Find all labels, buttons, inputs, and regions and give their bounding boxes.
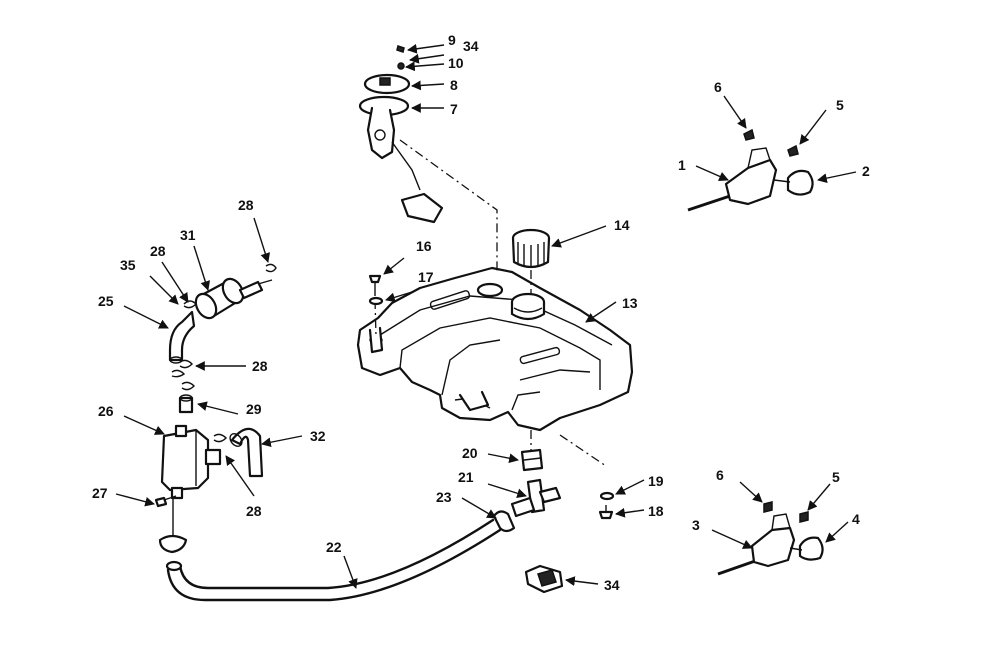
callout-28-upper: 28 — [150, 243, 166, 259]
leader-lines — [115, 43, 857, 589]
washer-19 — [599, 491, 615, 501]
fuel-hose-22 — [165, 518, 502, 602]
screw-16 — [368, 274, 382, 296]
connector-29 — [178, 394, 194, 414]
callout-5-bottom: 5 — [832, 469, 840, 485]
callout-22: 22 — [326, 539, 342, 555]
fuel-hose-25 — [168, 310, 196, 364]
callout-19: 19 — [648, 473, 664, 489]
callout-5-top: 5 — [836, 97, 844, 113]
hose-clamp-35 — [171, 369, 186, 378]
centerline-screw-19 — [559, 434, 607, 467]
hose-clamp-28c — [179, 359, 193, 369]
fuel-filter-31 — [194, 277, 273, 320]
fuel-tank — [356, 266, 634, 432]
washer-17 — [368, 296, 384, 306]
callout-21: 21 — [458, 469, 474, 485]
choke-assembly-top — [687, 128, 814, 212]
fitting-20 — [520, 448, 544, 472]
callout-1: 1 — [678, 157, 686, 173]
callout-6-top: 6 — [714, 79, 722, 95]
callout-31: 31 — [180, 227, 196, 243]
centerline-sender — [399, 139, 498, 272]
hose-clamp-28a — [265, 263, 277, 273]
callout-35: 35 — [120, 257, 136, 273]
hose-clamp-28e — [181, 381, 195, 391]
callout-18: 18 — [648, 503, 664, 519]
callout-6-bottom: 6 — [716, 467, 724, 483]
callout-13: 13 — [622, 295, 638, 311]
tee-fitting-21 — [510, 478, 562, 518]
callout-34-top: 34 — [463, 38, 479, 54]
callout-3: 3 — [692, 517, 700, 533]
callout-34-bottom: 34 — [604, 577, 620, 593]
choke-assembly-bottom — [717, 501, 824, 576]
screw-18 — [598, 505, 614, 520]
callout-8: 8 — [450, 77, 458, 93]
callout-14: 14 — [614, 217, 630, 233]
callout-numbers: 9 34 10 8 7 14 13 16 17 20 21 23 19 18 3… — [92, 32, 870, 593]
callout-27: 27 — [92, 485, 108, 501]
callout-25: 25 — [98, 293, 114, 309]
callout-20: 20 — [462, 445, 478, 461]
callout-2: 2 — [862, 163, 870, 179]
callout-9: 9 — [448, 32, 456, 48]
callout-10: 10 — [448, 55, 464, 71]
callout-4: 4 — [852, 511, 860, 527]
fuel-hose-32 — [229, 427, 264, 478]
fuel-sending-unit — [358, 45, 444, 224]
callout-17: 17 — [418, 269, 434, 285]
callout-16: 16 — [416, 238, 432, 254]
callout-28-top: 28 — [238, 197, 254, 213]
callout-32: 32 — [310, 428, 326, 444]
callout-7: 7 — [450, 101, 458, 117]
callout-26: 26 — [98, 403, 114, 419]
hose-clamp-23 — [492, 510, 516, 533]
centerline-screw-17 — [374, 299, 377, 337]
callout-23: 23 — [436, 489, 452, 505]
callout-29: 29 — [246, 401, 262, 417]
screw-27 — [154, 495, 177, 508]
hose-clamp-28b — [183, 300, 197, 309]
callout-28-middle: 28 — [252, 358, 268, 374]
callout-28-lower: 28 — [246, 503, 262, 519]
clamp-bracket-34 — [524, 564, 564, 594]
hose-clamp-bottom — [158, 534, 188, 554]
fuel-cap — [511, 228, 551, 269]
hose-clamp-28d — [213, 433, 227, 443]
fuel-pump-26 — [160, 424, 222, 500]
